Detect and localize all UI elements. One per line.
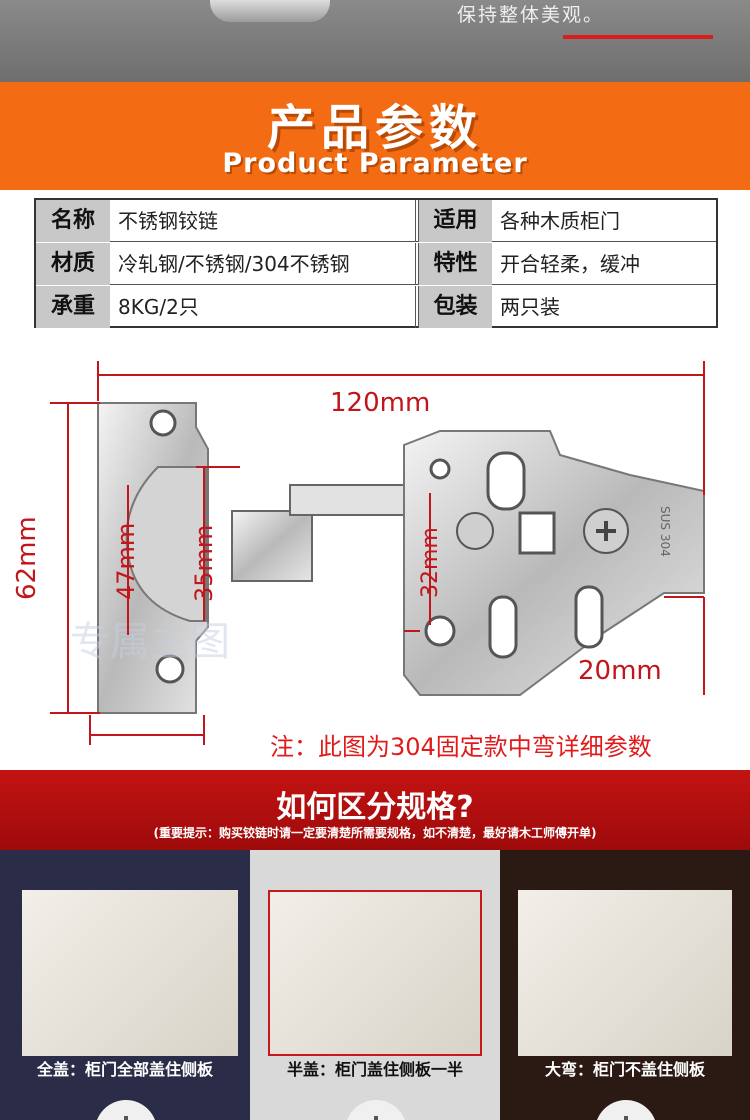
panel-inset: 大弯：柜门不盖住侧板	[500, 850, 750, 1120]
hinge-dimension-diagram: 专属主图	[50, 361, 705, 745]
dim-label-width: 120mm	[330, 388, 431, 418]
param-value: 各种木质柜门	[500, 209, 620, 233]
top-photo-strip	[0, 0, 750, 82]
hinge-photo	[518, 890, 732, 1056]
dim-label-62: 62mm	[12, 516, 42, 600]
phillips-screw	[456, 512, 494, 550]
spec-title: 如何区分规格?	[276, 790, 474, 825]
screw-cross	[596, 521, 616, 541]
param-key: 承重	[36, 286, 110, 328]
param-key: 名称	[36, 200, 110, 242]
panel-full-overlay: 全盖：柜门全部盖住侧板	[0, 850, 250, 1120]
param-value: 两只装	[500, 295, 560, 319]
arm-slot	[488, 595, 518, 659]
hinge-link	[289, 484, 411, 516]
hinge-arm-plate	[403, 430, 705, 696]
hinge-mark: SUS 304	[658, 506, 672, 557]
table-row: 名称 不锈钢铰链 适用 各种木质柜门	[36, 200, 716, 242]
param-value: 不锈钢铰链	[110, 200, 416, 242]
param-value: 冷轧钢/不锈钢/304不锈钢	[110, 243, 416, 285]
top-hinge-photo	[210, 0, 330, 22]
param-key: 材质	[36, 243, 110, 285]
dim-label-20: 20mm	[578, 656, 662, 686]
adjust-square	[518, 511, 556, 555]
arm-slot	[486, 451, 526, 511]
screw-hole	[155, 654, 185, 684]
top-caption: 保持整体美观。	[457, 4, 605, 26]
hinge-photo	[268, 890, 482, 1056]
dim-label-47: 47mm	[112, 522, 140, 600]
param-key: 特性	[418, 243, 492, 285]
banner-subtitle: Product Parameter	[222, 148, 528, 179]
table-row: 材质 冷轧钢/不锈钢/304不锈钢 特性 开合轻柔，缓冲	[36, 243, 716, 285]
dim-label-32: 32mm	[418, 527, 443, 598]
watermark-text: 专属主图	[70, 619, 230, 665]
scroll-indicator-icon	[595, 1100, 657, 1120]
panel-label: 大弯：柜门不盖住侧板	[544, 1060, 705, 1079]
screw-hole	[429, 458, 451, 480]
hinge-knuckle	[231, 510, 313, 582]
param-key: 适用	[418, 200, 492, 242]
scroll-indicator-icon	[345, 1100, 407, 1120]
panel-label: 全盖：柜门全部盖住侧板	[36, 1060, 213, 1079]
banner-title: 产品参数	[266, 100, 483, 156]
param-key: 包装	[418, 286, 492, 328]
scroll-indicator-icon	[95, 1100, 157, 1120]
screw-hole	[424, 615, 456, 647]
param-value: 8KG/2只	[110, 286, 416, 328]
parameter-table: 名称 不锈钢铰链 适用 各种木质柜门 材质 冷轧钢/不锈钢/304不锈钢 特性 …	[34, 198, 718, 328]
top-divider	[563, 35, 713, 39]
table-row: 承重 8KG/2只 包装 两只装	[36, 286, 716, 328]
diagram-note: 注：此图为304固定款中弯详细参数	[270, 733, 652, 761]
panel-label: 半盖：柜门盖住侧板一半	[286, 1060, 463, 1079]
product-parameter-banner: 产品参数 Product Parameter	[0, 82, 750, 190]
screw-hole	[149, 409, 177, 437]
panel-half-overlay: 半盖：柜门盖住侧板一半	[250, 850, 500, 1120]
arm-slot	[574, 585, 604, 649]
hinge-photo	[22, 890, 238, 1056]
dim-label-35: 35mm	[190, 524, 218, 602]
spec-banner: 如何区分规格? (重要提示：购买铰链时请一定要清楚所需要规格，如不清楚，最好请木…	[0, 770, 750, 850]
param-value: 开合轻柔，缓冲	[500, 252, 640, 276]
spec-tip: (重要提示：购买铰链时请一定要清楚所需要规格，如不清楚，最好请木工师傅开单)	[153, 826, 597, 840]
